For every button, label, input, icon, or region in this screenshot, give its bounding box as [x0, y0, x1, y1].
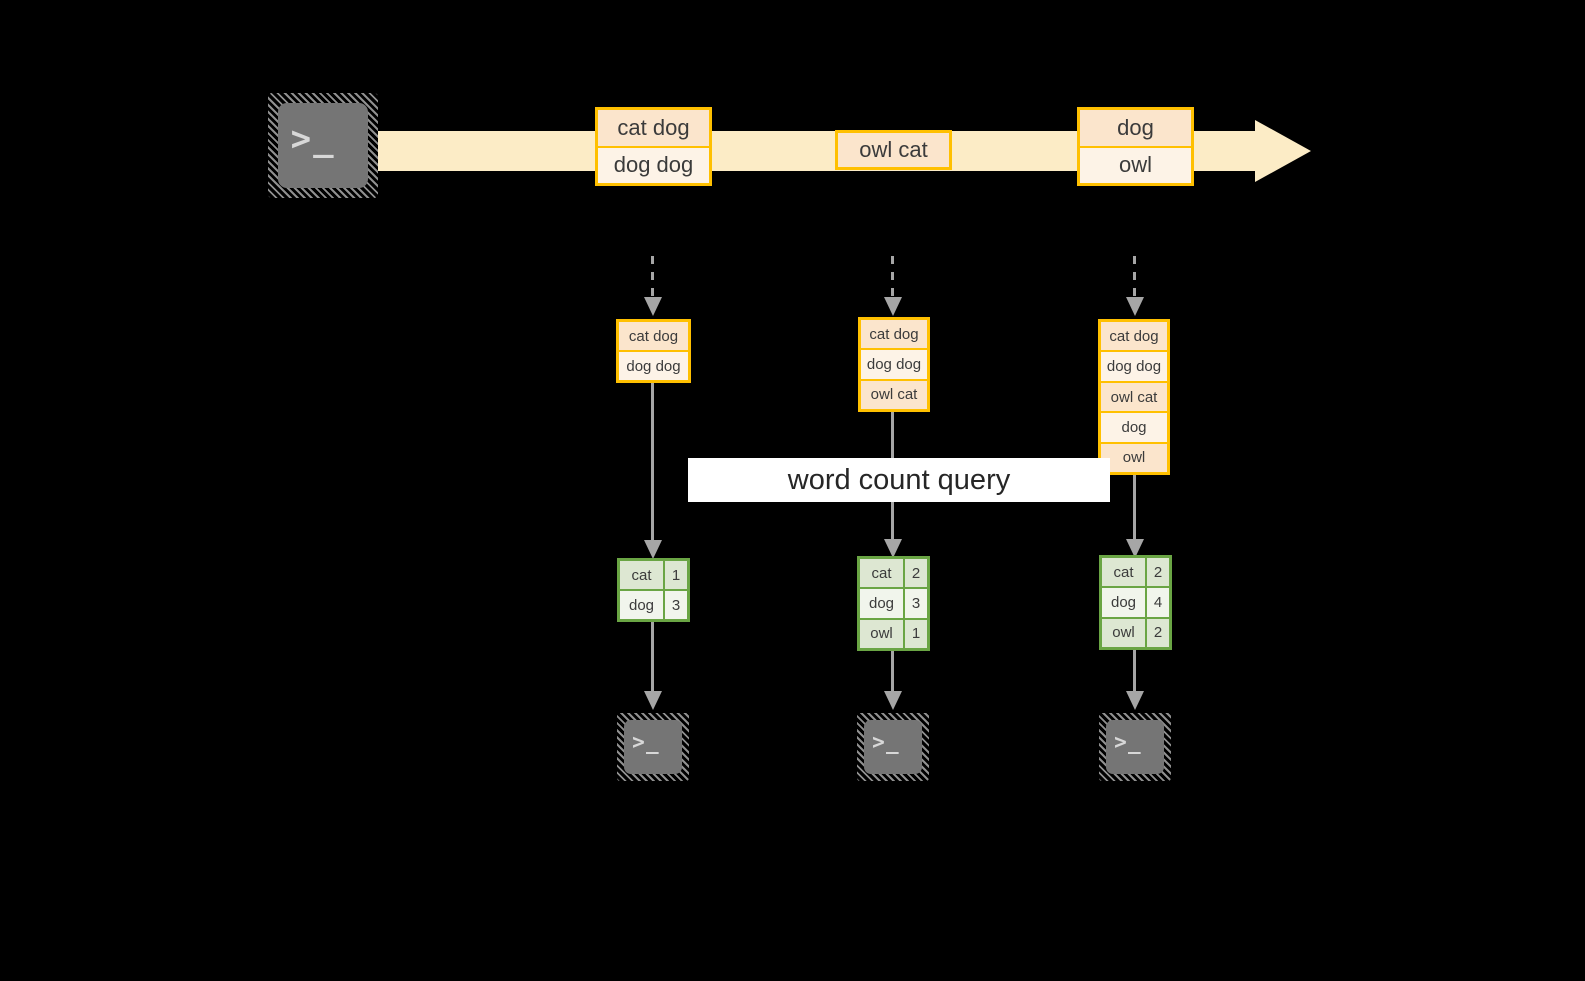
stream-to-input-arrowhead: [644, 297, 662, 316]
input-row: cat dog: [619, 322, 688, 352]
table-row: cat 2: [1102, 558, 1169, 589]
result-table: cat 2 dog 4 owl 2: [1099, 555, 1172, 650]
stream-to-input-connector: [1133, 256, 1136, 300]
table-row: cat 2: [860, 559, 927, 590]
table-row: cat 1: [620, 561, 687, 591]
count-cell: 2: [1147, 558, 1169, 587]
input-to-result-connector: [651, 383, 654, 543]
input-table: cat dog dog dog owl cat: [858, 317, 930, 412]
result-to-sink-connector: [891, 651, 894, 694]
table-row: owl 2: [1102, 618, 1169, 647]
word-cell: dog: [860, 589, 905, 618]
terminal-prompt-icon: >_: [632, 729, 660, 754]
input-row: dog dog: [619, 352, 688, 380]
stream-event-line: owl: [1080, 147, 1191, 183]
stream-arrowhead: [1255, 120, 1311, 182]
word-cell: owl: [1102, 618, 1147, 647]
result-to-sink-arrowhead: [644, 691, 662, 710]
result-to-sink-connector: [1133, 650, 1136, 694]
input-to-result-connector: [1133, 475, 1136, 543]
stream-event-box: owl cat: [835, 130, 952, 170]
stream-event-line: owl cat: [838, 133, 949, 167]
count-cell: 2: [905, 559, 927, 588]
result-to-sink-arrowhead: [1126, 691, 1144, 710]
table-row: dog 4: [1102, 588, 1169, 619]
query-banner: word count query: [688, 458, 1110, 502]
word-cell: cat: [620, 561, 665, 589]
table-row: dog 3: [860, 589, 927, 620]
stream-event-line: dog dog: [598, 147, 709, 183]
table-row: owl 1: [860, 619, 927, 648]
stream-event-box: dog owl: [1077, 107, 1194, 186]
input-row: dog dog: [1101, 352, 1167, 383]
result-table: cat 2 dog 3 owl 1: [857, 556, 930, 651]
stream-to-input-connector: [891, 256, 894, 300]
word-cell: owl: [860, 619, 905, 648]
input-table: cat dog dog dog owl cat dog owl: [1098, 319, 1170, 475]
terminal-screen: >_: [278, 103, 368, 188]
terminal-prompt-icon: >_: [1114, 729, 1142, 754]
stream-event-line: cat dog: [598, 110, 709, 148]
input-row: owl: [1101, 443, 1167, 473]
sink-terminal-icon[interactable]: >_: [857, 713, 929, 781]
input-row: cat dog: [861, 320, 927, 351]
count-cell: 3: [905, 589, 927, 618]
input-to-result-arrowhead: [1126, 539, 1144, 558]
stream-to-input-arrowhead: [884, 297, 902, 316]
input-row: owl cat: [861, 380, 927, 409]
word-cell: dog: [1102, 588, 1147, 617]
count-cell: 1: [665, 561, 687, 589]
terminal-prompt-icon: >_: [290, 118, 336, 159]
sink-terminal-icon[interactable]: >_: [617, 713, 689, 781]
count-cell: 2: [1147, 618, 1169, 647]
terminal-screen: >_: [624, 720, 682, 774]
stream-to-input-connector: [651, 256, 654, 300]
source-terminal-icon[interactable]: >_: [268, 93, 378, 198]
result-table: cat 1 dog 3: [617, 558, 690, 622]
input-to-result-arrowhead: [644, 540, 662, 559]
result-to-sink-connector: [651, 622, 654, 694]
word-cell: dog: [620, 591, 665, 619]
input-row: dog dog: [861, 350, 927, 381]
input-table: cat dog dog dog: [616, 319, 691, 383]
word-cell: cat: [860, 559, 905, 588]
word-cell: cat: [1102, 558, 1147, 587]
input-row: owl cat: [1101, 382, 1167, 414]
input-row: dog: [1101, 413, 1167, 444]
stream-event-line: dog: [1080, 110, 1191, 148]
count-cell: 4: [1147, 588, 1169, 617]
stream-event-box: cat dog dog dog: [595, 107, 712, 186]
result-to-sink-arrowhead: [884, 691, 902, 710]
sink-terminal-icon[interactable]: >_: [1099, 713, 1171, 781]
count-cell: 1: [905, 619, 927, 648]
count-cell: 3: [665, 591, 687, 619]
terminal-prompt-icon: >_: [872, 729, 900, 754]
terminal-screen: >_: [864, 720, 922, 774]
terminal-screen: >_: [1106, 720, 1164, 774]
input-row: cat dog: [1101, 322, 1167, 353]
query-banner-label: word count query: [787, 463, 1011, 496]
stream-to-input-arrowhead: [1126, 297, 1144, 316]
input-to-result-arrowhead: [884, 539, 902, 558]
table-row: dog 3: [620, 591, 687, 619]
